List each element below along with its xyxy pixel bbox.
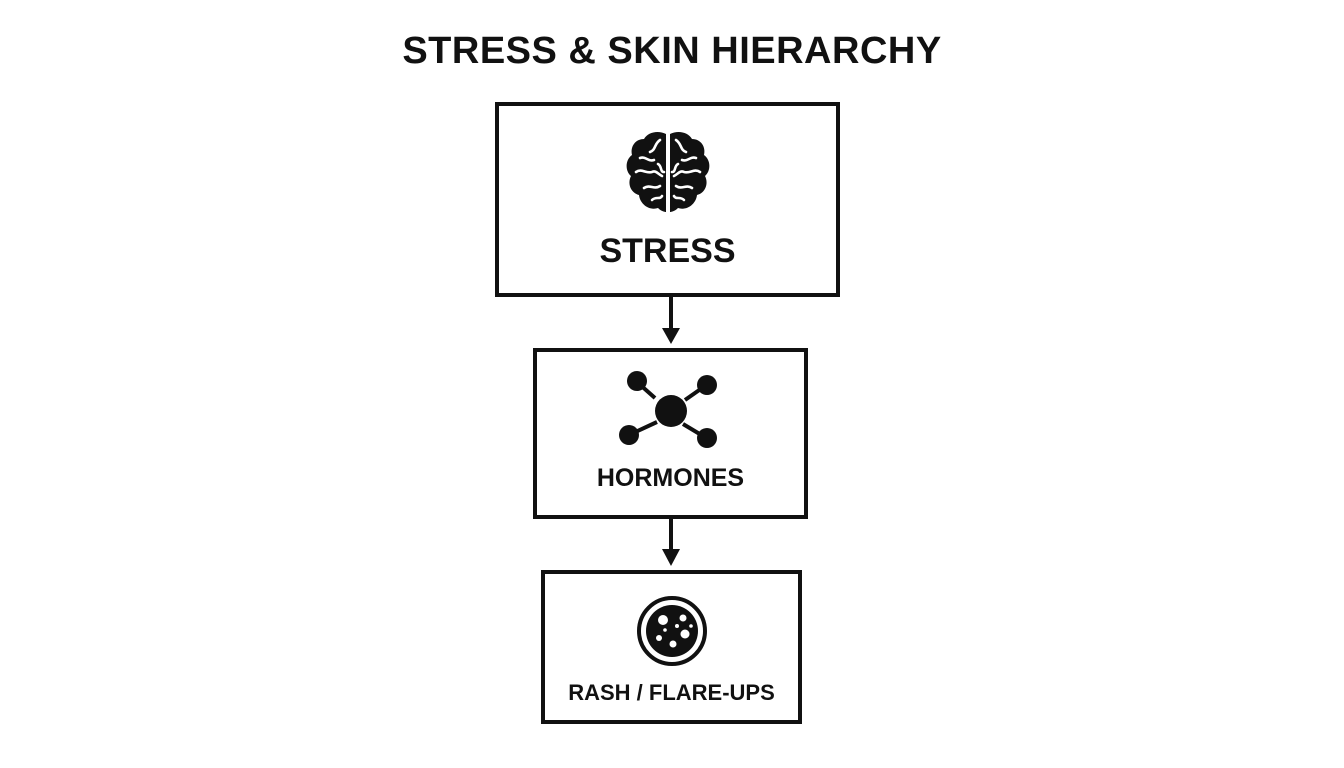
skin-cell-icon bbox=[636, 596, 707, 666]
node-hormones: HORMONES bbox=[533, 348, 808, 519]
node-label-stress: STRESS bbox=[599, 232, 736, 270]
arrow-stress-to-hormones bbox=[662, 297, 680, 344]
brain-icon bbox=[626, 131, 709, 212]
molecule-icon bbox=[618, 371, 717, 448]
node-rash: RASH / FLARE-UPS bbox=[541, 570, 802, 724]
arrow-hormones-to-rash bbox=[662, 519, 680, 566]
node-label-hormones: HORMONES bbox=[596, 464, 745, 492]
node-label-rash: RASH / FLARE-UPS bbox=[568, 680, 775, 705]
node-stress: STRESS bbox=[495, 102, 840, 297]
diagram-title: STRESS & SKIN HIERARCHY bbox=[402, 30, 942, 72]
